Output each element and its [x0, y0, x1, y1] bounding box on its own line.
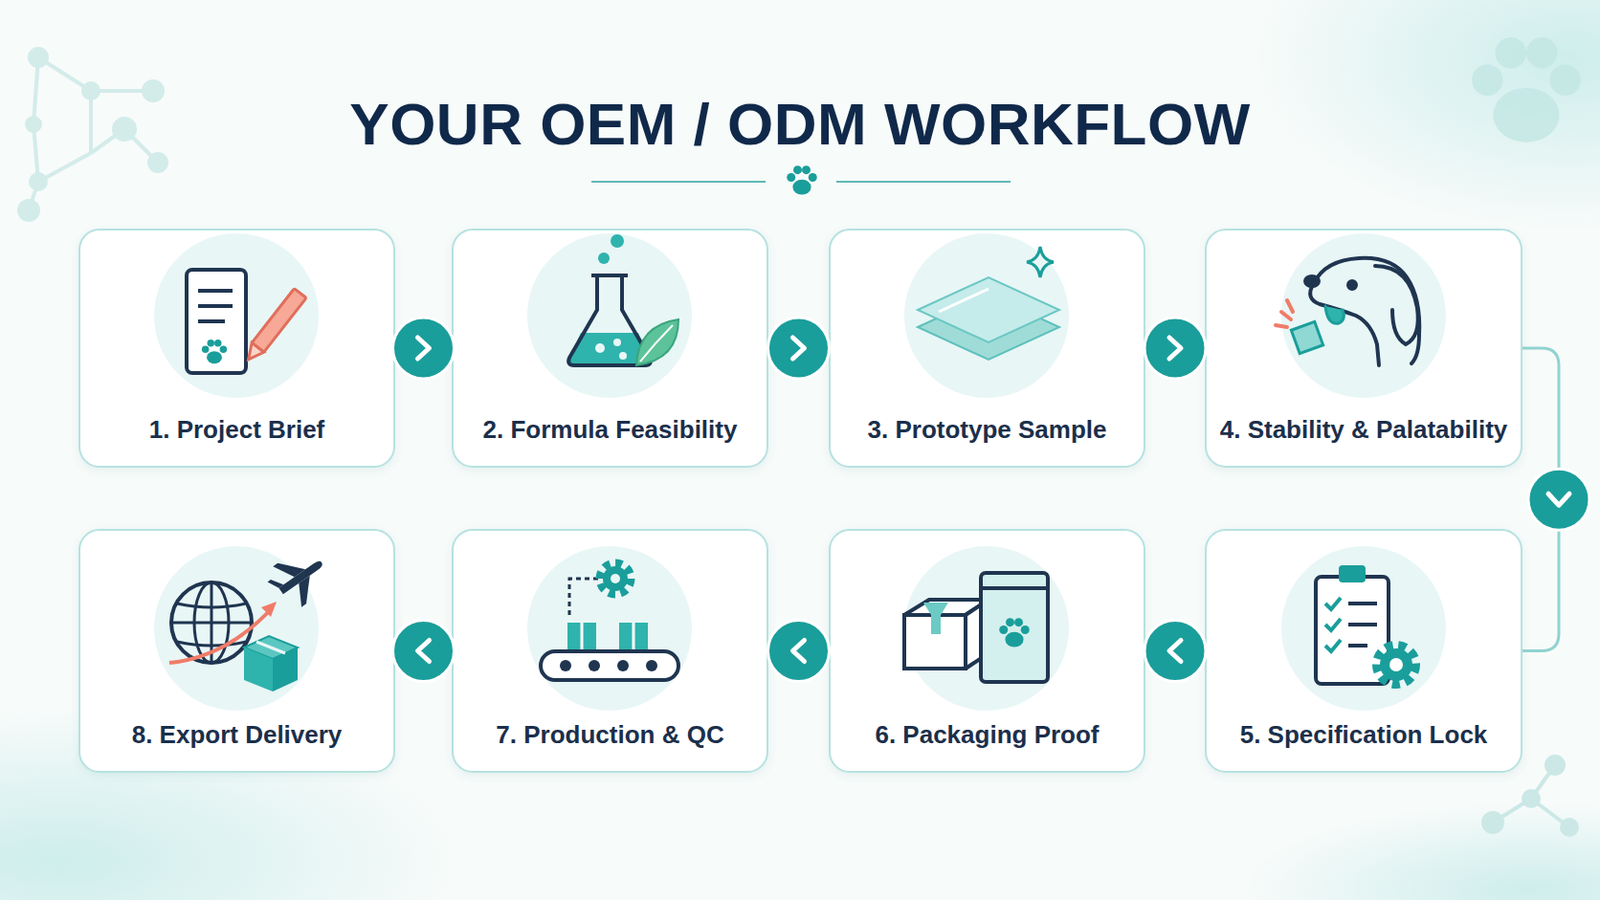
flow-connector	[1144, 621, 1206, 683]
step-label: 3. Prototype Sample	[867, 414, 1108, 445]
molecule-decoration-part	[143, 81, 163, 101]
molecule-decoration-part	[88, 90, 93, 154]
title-divider-part	[591, 180, 766, 183]
connector-line	[768, 649, 829, 653]
molecule-decoration-part	[38, 153, 91, 182]
arrow-button	[393, 317, 455, 379]
molecule-decoration-part	[1492, 799, 1532, 823]
molecule-decoration-part	[1531, 799, 1570, 828]
step-label: 5. Specification Lock	[1240, 719, 1489, 751]
molecule-decoration-part	[28, 181, 39, 211]
diagram-title: YOUR OEM / ODM WORKFLOW	[0, 88, 1600, 161]
molecule-decoration-part	[1483, 813, 1503, 833]
arrow-button	[768, 621, 830, 683]
arrow-button	[768, 317, 830, 379]
molecule-decoration-part	[124, 129, 158, 163]
molecule-decoration-part	[19, 200, 39, 221]
molecule-decoration-part	[113, 118, 135, 140]
molecule-decoration-part	[1546, 756, 1564, 775]
process-box: 4. Stability & Palatability	[1204, 228, 1523, 468]
title-divider-part	[786, 165, 818, 195]
step-label: 7. Production & QC	[495, 719, 724, 751]
flow-connector	[1522, 348, 1590, 652]
chevron	[1169, 337, 1181, 359]
flow-connector	[393, 621, 455, 683]
process-box: 3. Prototype Sample	[828, 228, 1146, 468]
molecule-decoration-part	[1523, 791, 1539, 807]
connector-line	[395, 347, 452, 351]
arrow-button	[1144, 317, 1206, 379]
process-box: 7. Production & QC	[451, 529, 769, 774]
chevron	[793, 641, 805, 663]
process-box: 8. Export Delivery	[78, 529, 396, 774]
connector-line	[395, 649, 452, 653]
molecule-decoration-part	[33, 124, 39, 182]
background-blobs-part	[1253, 0, 1600, 230]
flow-connector	[768, 317, 830, 379]
chevron	[1548, 493, 1570, 506]
step-label: 1. Project Brief	[149, 414, 326, 445]
chevron	[418, 337, 430, 359]
process-box: 2. Formula Feasibility	[451, 228, 769, 468]
molecule-decoration-part	[26, 117, 41, 132]
molecule-decoration-part	[1531, 765, 1556, 800]
molecule-decoration-part	[38, 57, 91, 91]
connector-line	[1145, 347, 1205, 351]
process-box: 5. Specification Lock	[1204, 529, 1523, 774]
molecule-decoration-part	[30, 174, 46, 190]
arrow-button	[1528, 468, 1590, 531]
flow-connector	[768, 621, 830, 683]
process-box: 1. Project Brief	[78, 228, 396, 468]
molecule-decoration-part	[149, 154, 167, 172]
title-divider	[591, 165, 1011, 195]
arrow-button	[1144, 621, 1206, 683]
arrow-button	[393, 621, 455, 683]
molecule-decoration-part	[83, 83, 99, 99]
flow-connector	[1144, 317, 1206, 379]
step-label: 4. Stability & Palatability	[1220, 414, 1509, 445]
paw-decoration	[1471, 37, 1581, 143]
title-divider-part	[836, 180, 1011, 183]
step-label: 6. Packaging Proof	[874, 719, 1099, 751]
molecule-decoration-part	[90, 88, 154, 93]
connector-line	[1145, 649, 1205, 653]
chevron	[1169, 641, 1181, 663]
molecule-decoration	[19, 48, 167, 221]
molecule-decoration-part	[90, 129, 125, 154]
molecule-decoration-part	[29, 48, 47, 67]
connector-line	[1522, 348, 1559, 652]
step-label: 8. Export Delivery	[132, 719, 343, 751]
process-box: 6. Packaging Proof	[828, 529, 1146, 774]
step-label: 2. Formula Feasibility	[483, 414, 738, 445]
molecule-decoration-part	[1561, 820, 1578, 836]
connector-line	[768, 347, 829, 351]
flow-connector	[393, 317, 455, 379]
chevron	[418, 641, 430, 663]
chevron	[793, 337, 805, 359]
background-blobs-part	[1244, 803, 1600, 900]
molecule-decoration-part	[33, 57, 39, 125]
